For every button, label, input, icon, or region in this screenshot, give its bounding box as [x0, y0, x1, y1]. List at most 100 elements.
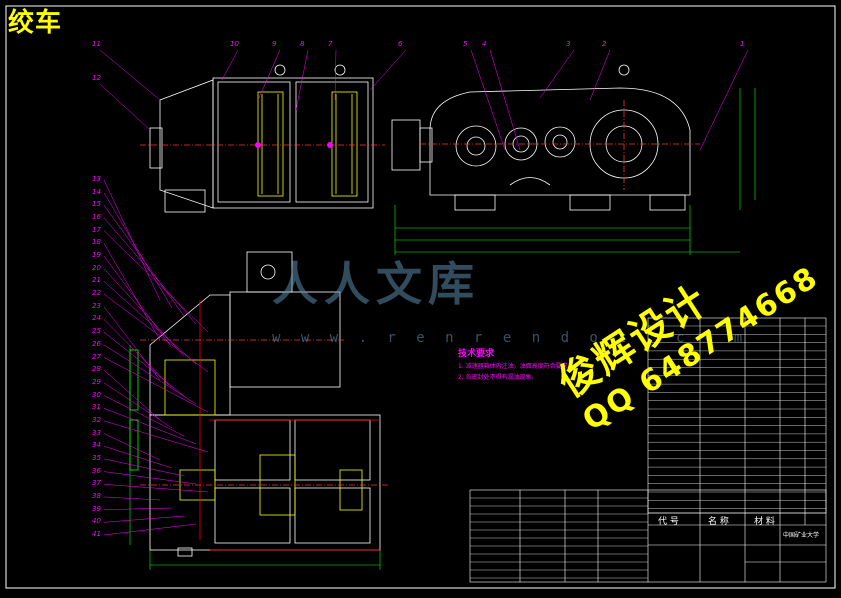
watermark-url: w w w . r e n r e n d o c . c o m [272, 330, 749, 346]
leader-line [103, 471, 197, 485]
leader-line [103, 217, 197, 325]
leader-line [103, 395, 185, 437]
tech-requirement-line: 1. 减速器箱体内注油，油面高度符合要求。 [458, 363, 574, 370]
leader-line [103, 293, 209, 373]
part-label-21: 21 [92, 276, 101, 285]
part-label-26: 26 [92, 339, 101, 348]
leader-line [103, 205, 185, 317]
part-label-5: 5 [463, 40, 468, 48]
part-label-25: 25 [92, 327, 101, 336]
part-label-24: 24 [92, 314, 101, 323]
bom-header-material: 材 料 [754, 517, 775, 527]
leader-line [103, 458, 185, 477]
part-label-28: 28 [92, 365, 101, 374]
tech-requirements-title: 技术要求 [458, 349, 495, 359]
part-label-13: 13 [92, 175, 101, 183]
leader-line [334, 49, 337, 101]
part-label-12: 12 [92, 74, 101, 82]
part-label-34: 34 [92, 441, 101, 450]
part-label-30: 30 [92, 390, 101, 399]
leader-line [103, 369, 161, 421]
part-label-6: 6 [398, 40, 403, 48]
bom-header-code: 代 号 [658, 517, 679, 527]
part-label-39: 39 [92, 504, 101, 513]
leader-line [103, 357, 209, 413]
leader-line [221, 49, 239, 81]
leader-line [99, 83, 151, 131]
part-label-36: 36 [92, 466, 101, 475]
leader-line [103, 484, 209, 493]
parts-list-rows [470, 497, 648, 579]
leader-line [103, 319, 173, 389]
leader-line [257, 49, 281, 101]
part-label-29: 29 [92, 377, 101, 386]
leader-line [489, 49, 521, 151]
leader-line [103, 382, 173, 429]
part-label-22: 22 [92, 289, 101, 298]
part-label-38: 38 [92, 491, 101, 500]
part-label-17: 17 [92, 225, 101, 234]
leader-line [103, 420, 209, 453]
leader-lines [99, 49, 749, 536]
plan-section-view [129, 251, 390, 557]
watermark-brand: 人人文库 [272, 257, 480, 311]
part-label-4: 4 [482, 40, 487, 48]
part-label-10: 10 [230, 40, 239, 48]
part-label-27: 27 [92, 352, 101, 361]
drawing-title: 绞车 [8, 8, 63, 38]
part-label-14: 14 [92, 187, 101, 196]
leader-line [103, 243, 161, 341]
part-label-31: 31 [92, 403, 101, 412]
side-section-view [140, 64, 385, 213]
leader-line [539, 49, 575, 99]
leader-line [99, 49, 161, 101]
leader-line [103, 281, 197, 365]
leader-line [103, 331, 185, 397]
leader-line [103, 496, 161, 501]
leader-line [103, 515, 185, 523]
leader-line [103, 446, 173, 469]
part-label-11: 11 [92, 40, 101, 48]
part-label-8: 8 [300, 40, 305, 48]
part-label-32: 32 [92, 415, 101, 424]
part-label-7: 7 [328, 40, 333, 48]
leader-line [699, 49, 749, 151]
part-label-9: 9 [272, 40, 277, 48]
part-label-16: 16 [92, 213, 101, 222]
sheet-border [5, 5, 836, 589]
leader-line [103, 523, 197, 536]
leader-line [589, 49, 611, 101]
part-label-18: 18 [92, 238, 101, 247]
bom-table [647, 317, 827, 526]
leader-line [295, 49, 309, 111]
part-label-37: 37 [92, 479, 101, 488]
bom-header-name: 名 称 [708, 517, 729, 527]
leader-line [103, 268, 185, 357]
part-label-15: 15 [92, 200, 101, 209]
front-view [391, 64, 700, 211]
part-label-19: 19 [92, 251, 101, 260]
leader-line [103, 230, 209, 333]
part-label-35: 35 [92, 453, 101, 462]
leader-line [103, 192, 173, 309]
leader-line [103, 344, 197, 405]
part-label-40: 40 [92, 517, 101, 526]
part-label-41: 41 [92, 530, 101, 538]
title-block-university: 中国矿业大学 [783, 532, 820, 539]
leader-line [369, 49, 407, 91]
leader-line [470, 49, 506, 151]
part-label-3: 3 [566, 40, 571, 48]
part-label-20: 20 [92, 263, 101, 272]
part-label-1: 1 [740, 40, 745, 48]
title-block [469, 489, 827, 583]
leader-line [103, 407, 197, 445]
leader-line [103, 433, 161, 461]
part-label-2: 2 [602, 40, 607, 48]
leader-line [103, 306, 161, 381]
part-label-23: 23 [92, 301, 101, 310]
leader-line [103, 255, 173, 349]
part-label-33: 33 [92, 428, 101, 437]
tech-requirement-line: 2. 各密封处不得有漏油现象。 [458, 374, 538, 381]
